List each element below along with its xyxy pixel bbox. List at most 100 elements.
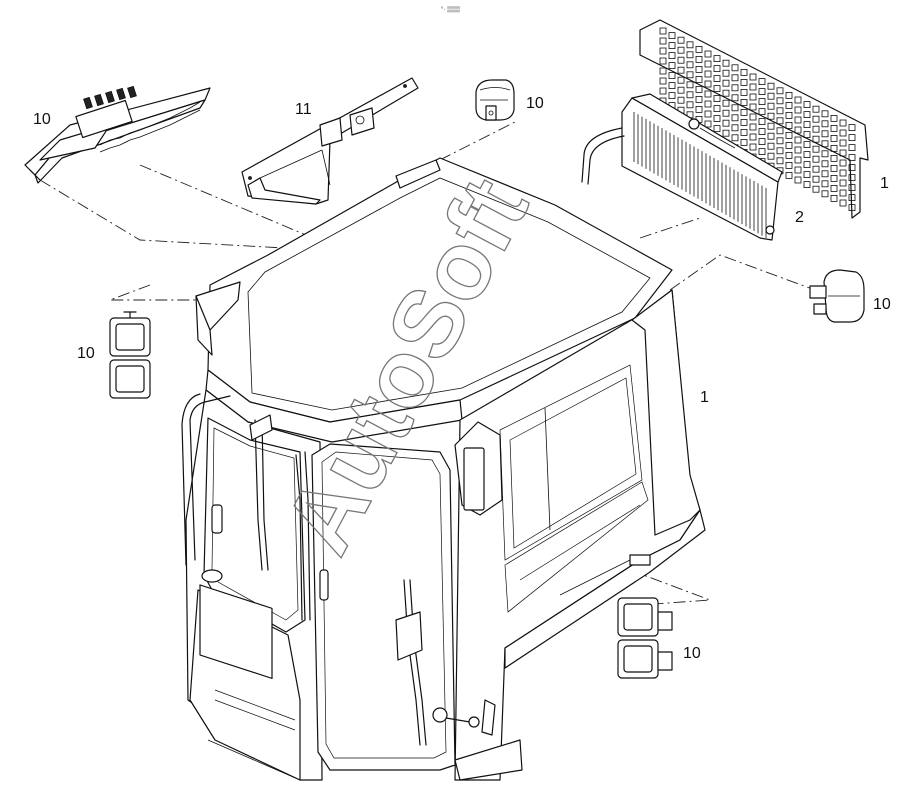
screen-hole — [803, 101, 811, 108]
screen-hole — [821, 180, 829, 188]
screen-hole — [686, 41, 694, 49]
console-panel-part — [24, 85, 211, 184]
screen-hole — [848, 154, 856, 162]
screen-hole — [731, 94, 739, 102]
screen-hole — [848, 144, 856, 152]
screen-hole — [830, 194, 838, 202]
screen-hole — [830, 154, 838, 162]
screen-hole — [812, 175, 820, 183]
screen-hole — [839, 149, 847, 157]
screen-hole — [767, 82, 775, 90]
screen-hole — [758, 148, 766, 156]
screen-hole — [830, 164, 838, 172]
screen-hole — [731, 104, 739, 112]
screen-hole — [731, 124, 739, 132]
screen-hole — [821, 120, 829, 128]
screen-hole — [821, 150, 829, 158]
screen-hole — [686, 51, 694, 59]
screen-hole — [785, 92, 793, 99]
screen-hole — [803, 171, 811, 179]
screen-hole — [722, 89, 730, 97]
screen-hole — [803, 111, 811, 118]
screen-hole — [785, 151, 793, 159]
screen-hole — [848, 194, 856, 202]
screen-hole — [704, 100, 712, 108]
screen-hole — [740, 128, 748, 136]
bracket-panel-part — [241, 77, 419, 205]
screen-hole — [794, 156, 802, 164]
screen-hole — [740, 79, 748, 86]
screen-hole — [722, 59, 730, 67]
screen-hole — [839, 179, 847, 187]
screen-hole — [677, 66, 685, 74]
screen-hole — [767, 152, 775, 160]
screen-hole — [704, 60, 712, 68]
callout-10: 10 — [683, 645, 701, 662]
screen-hole — [695, 86, 703, 93]
screen-hole — [794, 136, 802, 144]
screen-hole — [830, 115, 838, 122]
callout-10: 10 — [33, 111, 51, 128]
screen-hole — [803, 141, 811, 149]
screen-hole — [848, 164, 856, 172]
screen-hole — [839, 129, 847, 137]
screen-hole — [758, 88, 766, 95]
screen-hole — [677, 36, 685, 44]
screen-hole — [695, 106, 703, 113]
screen-hole — [839, 119, 847, 127]
screen-hole — [704, 90, 712, 98]
callout-1: 1 — [880, 175, 889, 192]
screen-hole — [740, 119, 748, 126]
screen-hole — [659, 87, 667, 95]
screen-hole — [668, 72, 676, 79]
screen-hole — [722, 119, 730, 127]
screen-hole — [758, 138, 766, 146]
screen-hole — [794, 116, 802, 124]
screen-hole — [776, 147, 784, 155]
screen-hole — [830, 174, 838, 182]
screen-hole — [749, 133, 757, 141]
screen-hole — [758, 78, 766, 85]
screen-hole — [659, 37, 667, 45]
screen-hole — [776, 97, 784, 105]
screen-hole — [722, 69, 730, 77]
screen-hole — [794, 176, 802, 184]
screen-hole — [830, 144, 838, 152]
screen-hole — [803, 121, 811, 128]
screen-hole — [722, 129, 730, 137]
screen-hole — [749, 113, 757, 121]
screen-hole — [803, 161, 811, 169]
screen-hole — [740, 99, 748, 106]
screen-hole — [776, 137, 784, 145]
screen-hole — [794, 126, 802, 134]
screen-hole — [848, 174, 856, 182]
screen-hole — [740, 69, 748, 76]
screen-hole — [695, 76, 703, 83]
screen-hole — [803, 181, 811, 189]
screen-hole — [722, 109, 730, 117]
screen-hole — [704, 70, 712, 78]
screen-hole — [704, 120, 712, 128]
screen-hole — [740, 138, 748, 146]
screen-hole — [821, 140, 829, 148]
screen-hole — [812, 155, 820, 163]
screen-hole — [812, 145, 820, 153]
screen-hole — [812, 165, 820, 173]
screen-hole — [776, 107, 784, 115]
screen-hole — [686, 81, 694, 89]
screen-hole — [686, 91, 694, 99]
screen-hole — [713, 125, 721, 132]
screen-hole — [794, 106, 802, 114]
screen-hole — [731, 134, 739, 142]
screen-hole — [659, 47, 667, 55]
screen-hole — [704, 80, 712, 88]
screen-hole — [767, 122, 775, 130]
screen-hole — [758, 98, 766, 105]
screen-hole — [794, 96, 802, 104]
screen-hole — [821, 110, 829, 118]
screen-hole — [740, 89, 748, 96]
screen-hole — [677, 96, 685, 104]
screen-hole — [758, 108, 766, 115]
screen-hole — [785, 102, 793, 109]
screen-hole — [830, 184, 838, 192]
